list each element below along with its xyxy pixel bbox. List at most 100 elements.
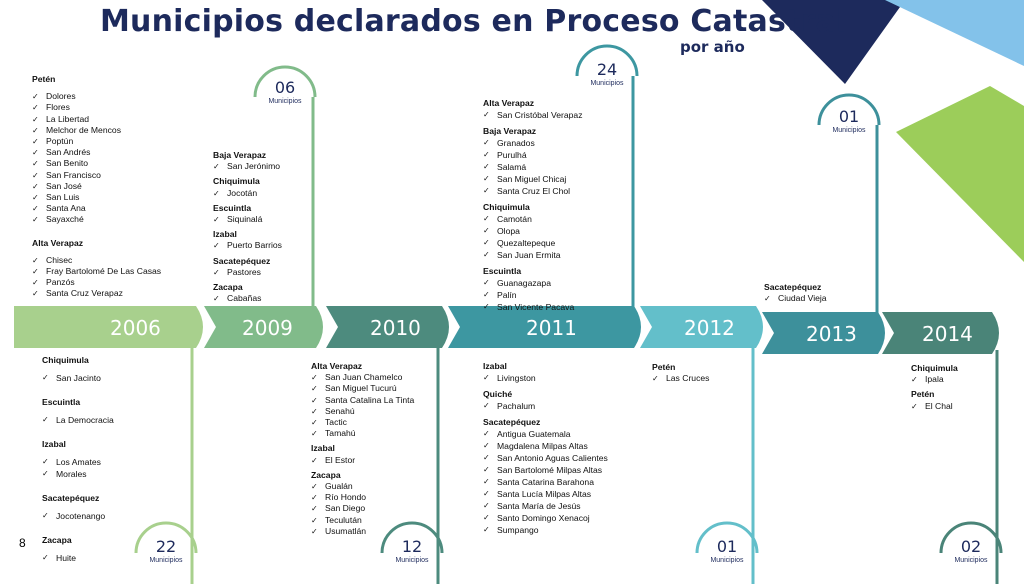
municipality-item: Sayaxché [32, 214, 161, 225]
page-title: Municipios declarados en Proceso Catastr… [100, 4, 847, 39]
municipality-list: GualánRío HondoSan DiegoTeculutánUsumatl… [311, 481, 414, 537]
page-subtitle: por año [680, 38, 745, 56]
municipality-item: San José [32, 181, 161, 192]
municipality-item: Jocotenango [42, 510, 114, 522]
municipality-item: La Libertad [32, 114, 161, 125]
count-2011: 24 Municipios [577, 61, 637, 88]
department-name: Zacapa [213, 282, 243, 293]
municipality-list: El Chal [911, 401, 958, 412]
municipality-list: La Democracia [42, 414, 114, 426]
list-2006-lower: ChiquimulaSan JacintoEscuintlaLa Democra… [42, 354, 114, 564]
count-unit: Municipios [268, 98, 302, 105]
department-name: Izabal [42, 439, 66, 449]
municipality-item: Purulhá [483, 149, 583, 161]
municipality-item: Ipala [911, 374, 958, 385]
municipality-list: GuanagazapaPalínSan Vicente Pacava [483, 277, 583, 313]
municipality-item: San Diego [311, 503, 414, 514]
department-name: Sacatepéquez [764, 282, 822, 292]
municipality-item: San Antonio Aguas Calientes [483, 452, 633, 464]
count-value: 22 [155, 537, 177, 556]
department-name: Izabal [213, 229, 237, 240]
municipality-list: Livingston [483, 372, 633, 384]
municipality-item: San Jerónimo [213, 161, 282, 172]
municipality-item: Panzós [32, 277, 161, 288]
municipality-list: GranadosPurulháSalamáSan Miguel ChicajSa… [483, 137, 583, 197]
municipality-item: San Francisco [32, 170, 161, 181]
municipality-item: El Estor [311, 455, 414, 466]
department-name: Petén [652, 362, 676, 372]
count-unit: Municipios [590, 80, 624, 87]
department-name: Izabal [311, 443, 335, 454]
municipality-item: San Juan Chamelco [311, 372, 414, 383]
municipality-list: Huite [42, 552, 114, 564]
municipality-item: Santa Lucía Milpas Altas [483, 488, 633, 500]
department-name: Sacatepéquez [213, 255, 271, 266]
municipality-item: Cabañas [213, 293, 282, 304]
municipality-item: La Democracia [42, 414, 114, 426]
municipality-item: Senahú [311, 406, 414, 417]
count-2013: 01 Municipios [819, 108, 879, 135]
municipality-list: Ciudad Vieja [764, 293, 827, 304]
green-triangle-decoration [896, 86, 1024, 262]
list-2012: PeténLas Cruces [652, 362, 709, 385]
municipality-list: CamotánOlopaQuezaltepequeSan Juan Ermita [483, 213, 583, 261]
year-arrow-2010 [326, 306, 449, 348]
count-value: 01 [716, 537, 738, 556]
municipality-item: Santa María de Jesús [483, 500, 633, 512]
count-2006: 22 Municipios [136, 538, 196, 565]
connector-arc-2011 [575, 44, 639, 77]
municipality-item: Santa Catarina Barahona [483, 476, 633, 488]
municipality-item: Los Amates [42, 456, 114, 468]
year-label-2010: 2010 [370, 316, 421, 340]
municipality-list: Pastores [213, 267, 282, 278]
department-name: Escuintla [483, 266, 522, 276]
municipality-list: DoloresFloresLa LibertadMelchor de Menco… [32, 91, 161, 226]
spacer [42, 480, 114, 488]
municipality-item: Guanagazapa [483, 277, 583, 289]
list-2013: SacatepéquezCiudad Vieja [764, 282, 827, 305]
municipality-item: Santa Ana [32, 203, 161, 214]
page-number: 8 [19, 536, 26, 550]
department-name: Izabal [483, 361, 507, 371]
count-value: 02 [960, 537, 982, 556]
count-unit: Municipios [149, 557, 183, 564]
municipality-item: Río Hondo [311, 492, 414, 503]
municipality-list: Antigua GuatemalaMagdalena Milpas AltasS… [483, 428, 633, 536]
municipality-item: Camotán [483, 213, 583, 225]
municipality-item: Poptún [32, 136, 161, 147]
year-label-2013: 2013 [806, 322, 857, 346]
municipality-item: Salamá [483, 161, 583, 173]
municipality-list: Pachalum [483, 400, 633, 412]
department-name: Quiché [483, 389, 513, 399]
municipality-item: San Andrés [32, 147, 161, 158]
department-name: Chiquimula [42, 355, 89, 365]
department-name: Alta Verapaz [311, 361, 363, 371]
department-name: Zacapa [311, 469, 341, 480]
spacer [42, 384, 114, 392]
count-value: 12 [401, 537, 423, 556]
municipality-item: Gualán [311, 481, 414, 492]
list-2014: ChiquimulaIpalaPeténEl Chal [911, 363, 958, 412]
department-name: Sacatepéquez [483, 417, 541, 427]
municipality-list: Siquinalá [213, 214, 282, 225]
municipality-item: Siquinalá [213, 214, 282, 225]
navy-triangle-decoration [762, 0, 905, 84]
municipality-list: Jocotán [213, 188, 282, 199]
municipality-item: Usumatlán [311, 526, 414, 537]
municipality-item: San Miguel Tucurú [311, 383, 414, 394]
municipality-list: Puerto Barrios [213, 240, 282, 251]
count-value: 01 [838, 107, 860, 126]
list-2006-upper: PeténDoloresFloresLa LibertadMelchor de … [32, 74, 161, 300]
department-name: Petén [911, 389, 935, 400]
municipality-item: Dolores [32, 91, 161, 102]
municipality-item: Santa Catalina La Tinta [311, 395, 414, 406]
count-2014: 02 Municipios [941, 538, 1001, 565]
department-name: Alta Verapaz [32, 237, 84, 248]
municipality-item: Quezaltepeque [483, 237, 583, 249]
municipality-item: Jocotán [213, 188, 282, 199]
municipality-list: San Jerónimo [213, 161, 282, 172]
municipality-list: El Estor [311, 455, 414, 466]
timeline-connectors [134, 44, 1003, 584]
municipality-item: Livingston [483, 372, 633, 384]
